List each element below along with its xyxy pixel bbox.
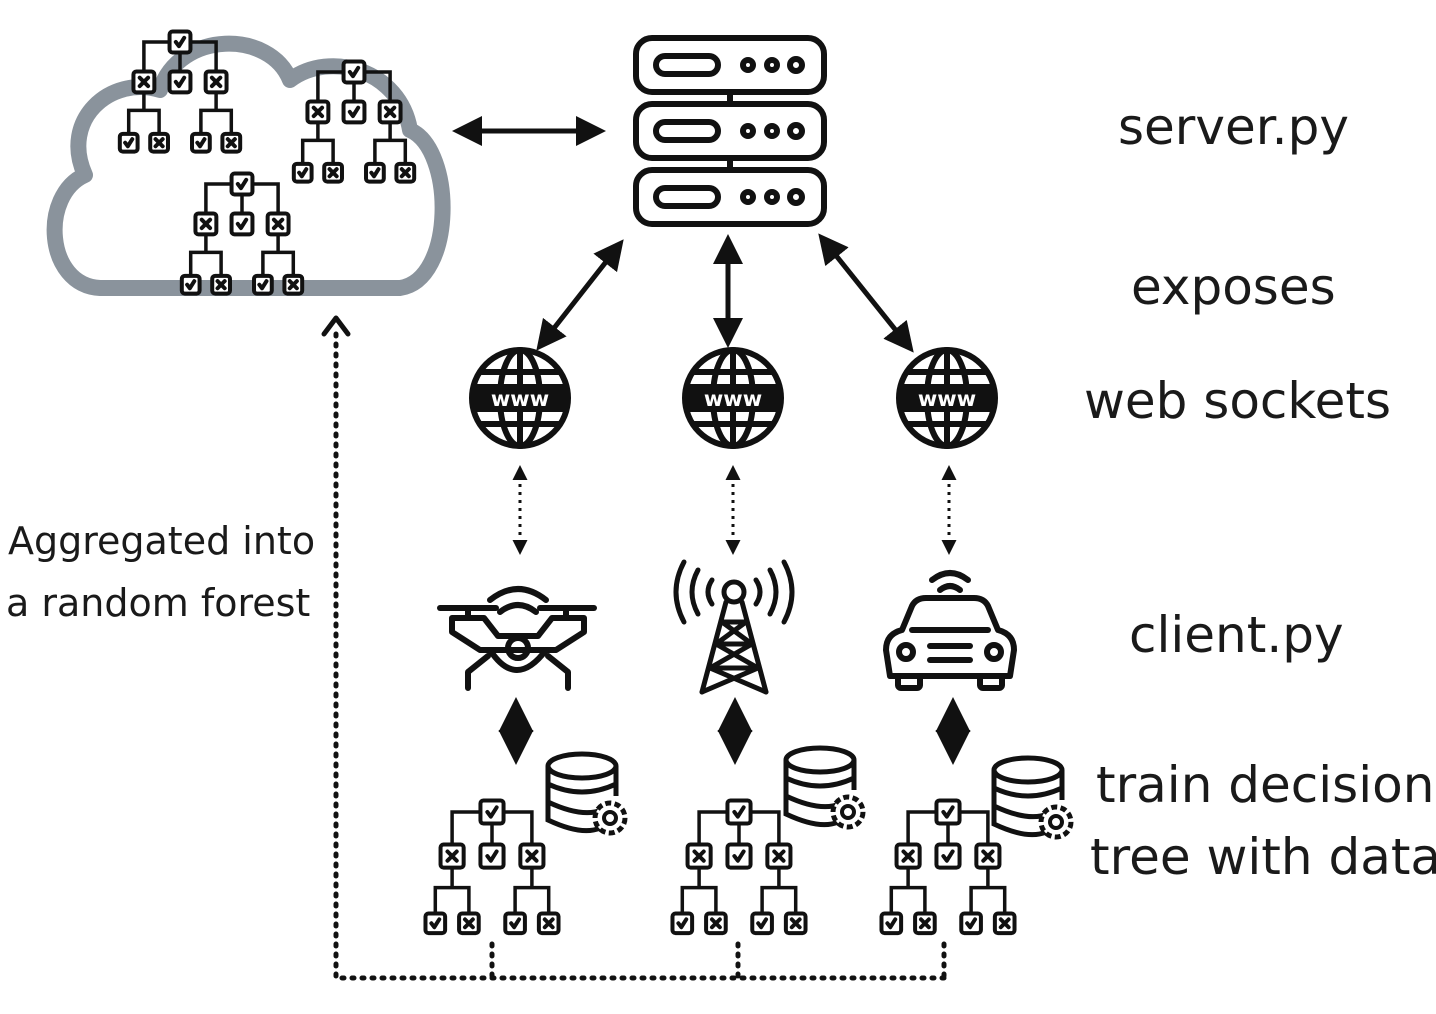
- aggregated-label-line2: a random forest: [6, 581, 311, 625]
- server-socket-arrow-left: [536, 239, 624, 351]
- globe-www-icon: www: [896, 347, 998, 449]
- aggregation-arrowhead: [321, 315, 351, 337]
- globe-www-icon: www: [469, 347, 571, 449]
- client-tree-right: [879, 798, 1017, 936]
- web-sockets-label: web sockets: [1084, 372, 1392, 430]
- cell-tower-icon: [673, 559, 795, 695]
- aggregated-label-line1: Aggregated into: [8, 519, 316, 563]
- exposes-label: exposes: [1131, 258, 1336, 316]
- globe-www-text: www: [704, 387, 762, 411]
- globe-www-icon: www: [682, 347, 784, 449]
- cloud-tree-3: [179, 171, 305, 296]
- car-icon: [883, 570, 1017, 691]
- train-label-line1: train decision: [1096, 756, 1435, 814]
- server-rack-icon: [633, 35, 827, 227]
- train-label-line2: tree with data: [1090, 828, 1436, 886]
- globe-www-text: www: [918, 387, 976, 411]
- cloud-tree-1: [117, 29, 243, 154]
- globe-www-text: www: [491, 387, 549, 411]
- cloud-icon: [46, 35, 451, 296]
- client-tree-center: [670, 798, 808, 936]
- database-gear-icon: [545, 751, 628, 836]
- client-label: client.py: [1129, 606, 1344, 664]
- drone-icon: [437, 586, 597, 691]
- server-socket-arrow-right: [818, 233, 914, 353]
- aggregation-dotted-path: [333, 327, 947, 981]
- database-gear-icon: [783, 745, 866, 830]
- server-label: server.py: [1118, 98, 1349, 156]
- cloud-tree-2: [291, 59, 417, 184]
- database-gear-icon: [991, 755, 1074, 840]
- client-tree-left: [423, 798, 561, 936]
